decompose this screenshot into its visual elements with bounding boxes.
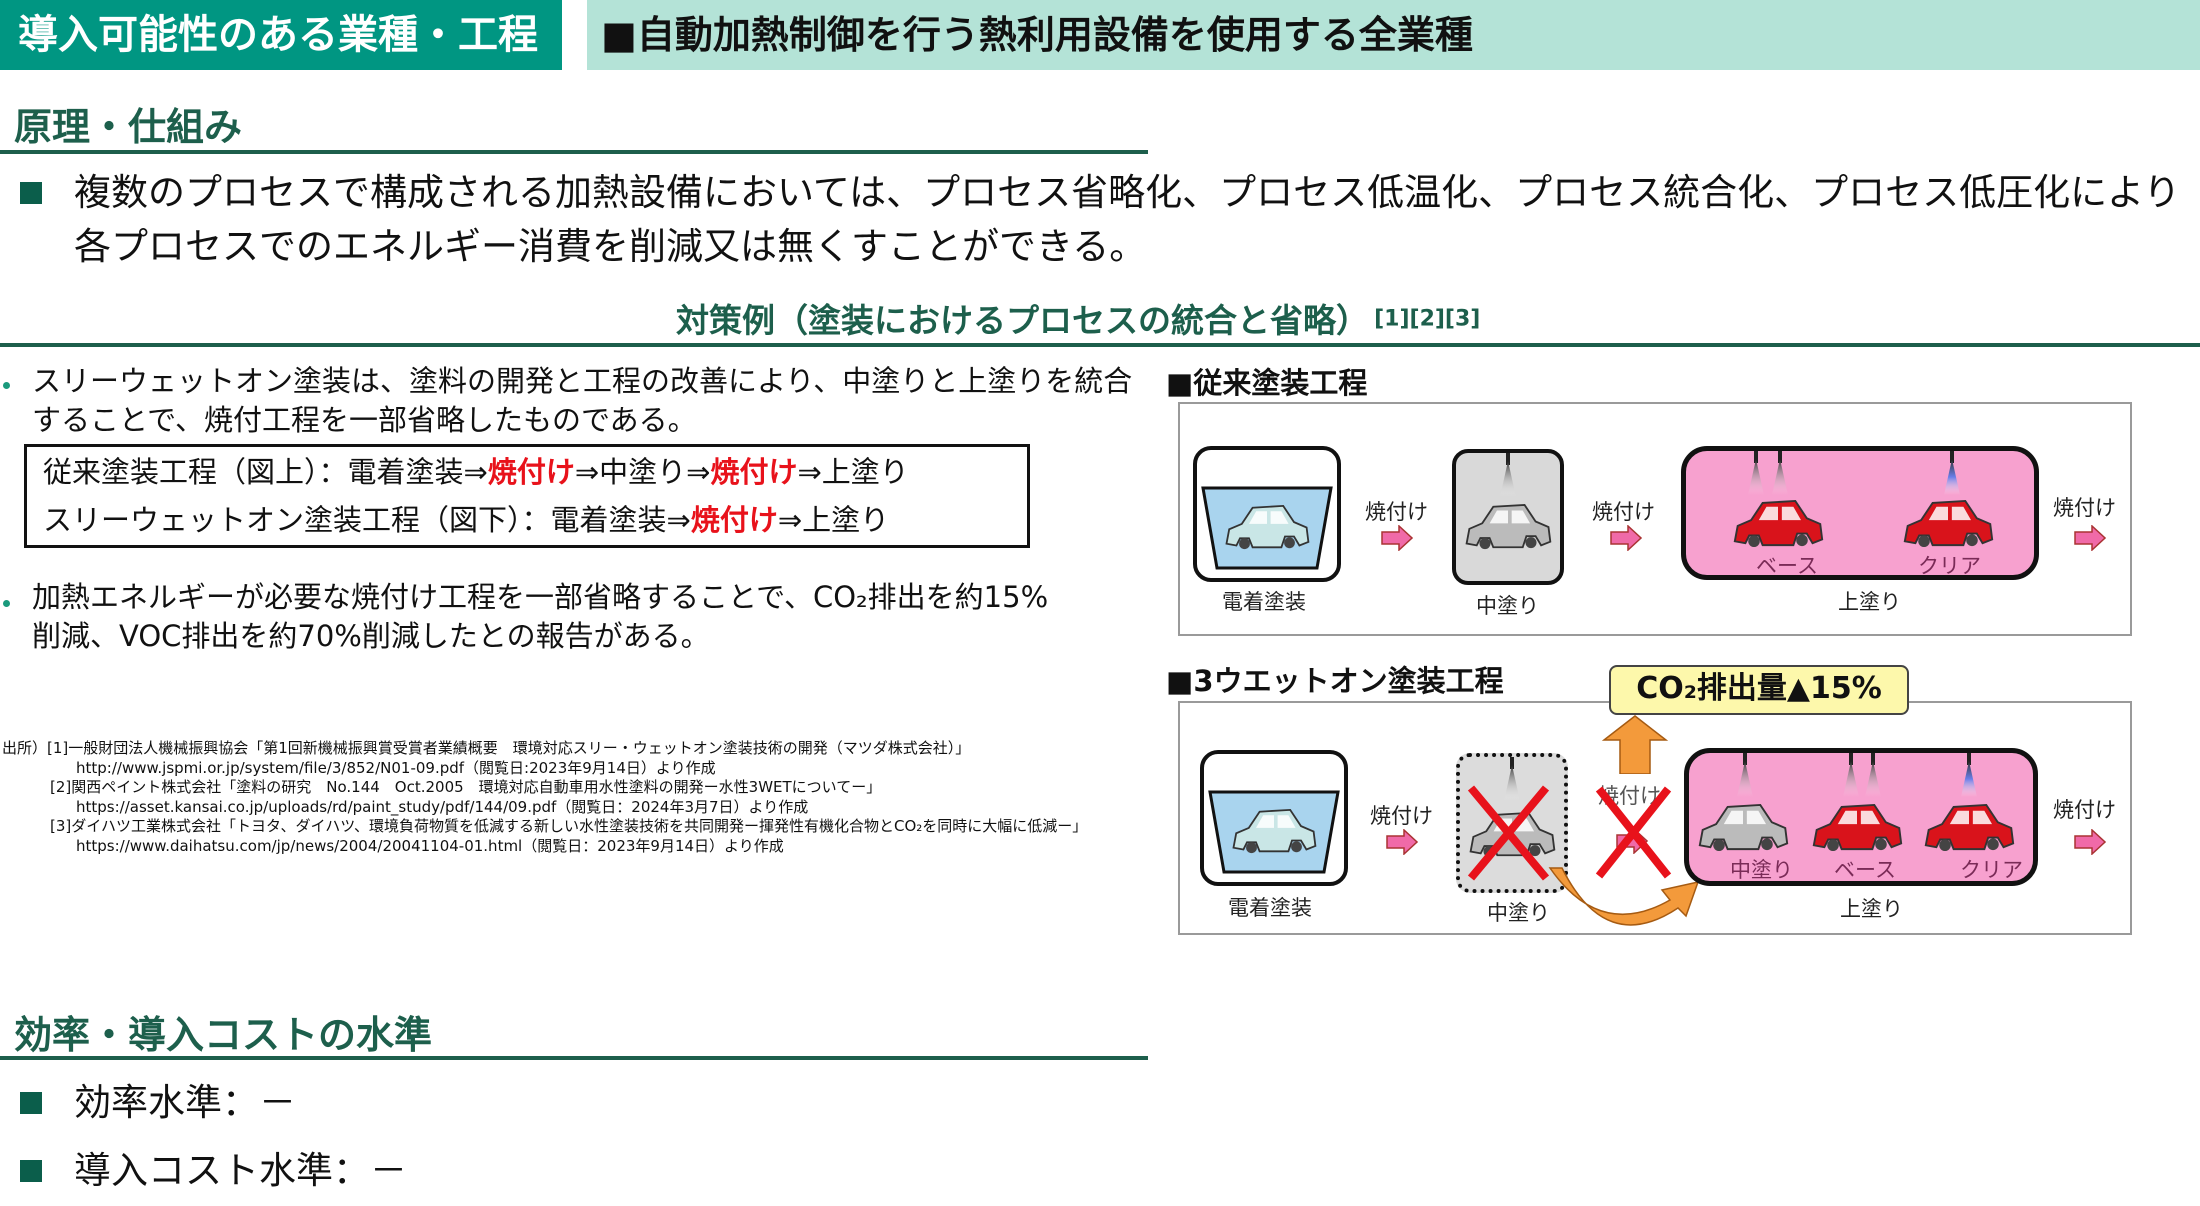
principle-line-1: 複数のプロセスで構成される加熱設備においては、プロセス省略化、プロセス低温化、プ… [74, 171, 2181, 214]
bullet-dot-icon [3, 382, 10, 389]
top-coat-booth [1681, 446, 2039, 580]
process-arrow-icon [1381, 525, 1413, 551]
bullet1-line1: スリーウェットオン塗装は、塗料の開発と工程の改善により、中塗りと上塗りを統合 [32, 364, 1133, 398]
bake-highlight: 焼付け [487, 455, 575, 489]
efficiency-level: 効率水準：－ [74, 1081, 296, 1124]
reference-2-url: https://asset.kansai.co.jp/uploads/rd/pa… [76, 797, 809, 816]
ed-label: 電着塗装 [1228, 896, 1312, 920]
merge-arrow-icon [1548, 867, 1700, 926]
top-coat-label: 上塗り [1838, 590, 1901, 614]
bullet-dot-icon [3, 600, 10, 607]
three-wet-diagram-title: ■3ウエットオン塗装工程 [1166, 664, 1504, 698]
reference-1-url: http://www.jspmi.or.jp/system/file/3/852… [76, 758, 716, 777]
flow-text: ⇒上塗り [777, 503, 890, 537]
ed-tank [1200, 750, 1348, 886]
bake-label: 焼付け [2053, 496, 2116, 520]
flow-text: スリーウェットオン塗装工程（図下）：電着塗装⇒ [43, 503, 691, 537]
bake-highlight: 焼付け [710, 455, 798, 489]
bullet-square-icon [20, 182, 42, 204]
removed-cross-icon [1595, 786, 1672, 879]
mid-coat-inline-label: 中塗り [1730, 858, 1793, 882]
base-label: ベース [1834, 858, 1896, 882]
spray-nozzle-icon [1500, 453, 1516, 497]
conventional-flow: 従来塗装工程（図上）：電着塗装⇒焼付け⇒中塗り⇒焼付け⇒上塗り [43, 453, 909, 491]
mid-coat-label: 中塗り [1487, 901, 1550, 925]
process-arrow-icon [2074, 525, 2106, 551]
top-coat-graphic [1733, 451, 1994, 549]
bake-label: 焼付け [2053, 798, 2116, 822]
removed-cross-icon [1467, 785, 1550, 881]
process-arrow-icon [1610, 525, 1642, 551]
cost-level: 導入コスト水準：－ [74, 1149, 407, 1192]
flow-text: ⇒中塗り⇒ [574, 455, 711, 489]
reference-2: [2]関西ペイント株式会社「塗料の研究 No.144 Oct.2005 環境対応… [50, 778, 882, 796]
references: 出所）[1]一般財団法人機械振興協会「第1回新機械振興賞受賞者業績概要 環境対応… [2, 739, 1087, 856]
bullet-square-icon [20, 1160, 42, 1182]
process-arrow-icon [2074, 829, 2106, 855]
conventional-diagram-title: ■従来塗装工程 [1166, 366, 1368, 400]
base-label: ベース [1756, 554, 1818, 578]
example-title: 対策例（塗装におけるプロセスの統合と省略） [676, 301, 1369, 340]
principle-heading: 原理・仕組み [14, 105, 243, 149]
flow-text: ⇒上塗り [797, 455, 909, 489]
reference-1: 出所）[1]一般財団法人機械振興協会「第1回新機械振興賞受賞者業績概要 環境対応… [2, 739, 971, 757]
reference-3-url: https://www.daihatsu.com/jp/news/2004/20… [76, 836, 784, 855]
bullet2-line1: 加熱エネルギーが必要な焼付け工程を一部省略することで、CO₂排出を約15% [32, 580, 1049, 614]
ed-tank [1193, 446, 1341, 582]
up-arrow-icon [1601, 715, 1669, 774]
process-comparison-box: 従来塗装工程（図上）：電着塗装⇒焼付け⇒中塗り⇒焼付け⇒上塗り スリーウェットオ… [24, 444, 1030, 548]
example-citations: [1][2][3] [1374, 306, 1481, 332]
clear-label: クリア [1918, 554, 1981, 578]
category-label: 導入可能性のある業種・工程 [0, 0, 562, 70]
ed-tank-graphic [1208, 790, 1340, 874]
bake-highlight: 焼付け [690, 503, 778, 537]
reference-3: [3]ダイハツ工業株式会社「トヨタ、ダイハツ、環境負荷物質を低減する新しい水性塗… [50, 817, 1088, 835]
example-heading: 対策例（塗装におけるプロセスの統合と省略） [1][2][3] [676, 294, 1480, 342]
mid-coat-station [1452, 449, 1564, 585]
bake-label: 焼付け [1365, 500, 1428, 524]
ed-tank-graphic [1201, 486, 1333, 570]
three-wet-flow: スリーウェットオン塗装工程（図下）：電着塗装⇒焼付け⇒上塗り [43, 501, 889, 539]
applicable-industries: ■自動加熱制御を行う熱利用設備を使用する全業種 [587, 0, 2200, 70]
top-coat-label: 上塗り [1840, 897, 1903, 921]
efficiency-divider [0, 1056, 1148, 1060]
example-divider [0, 343, 2200, 347]
principle-divider [0, 150, 1148, 154]
car-icon [1465, 503, 1552, 551]
integrated-top-coat-booth [1684, 748, 2038, 886]
clear-label: クリア [1960, 858, 2023, 882]
co2-reduction-badge: CO₂排出量▲15% [1609, 665, 1909, 715]
mid-coat-label: 中塗り [1476, 594, 1539, 618]
process-arrow-icon [1386, 829, 1418, 855]
bullet2-line2: 削減、VOC排出を約70%削減したとの報告がある。 [32, 619, 710, 653]
bake-label: 焼付け [1592, 500, 1655, 524]
ed-label: 電着塗装 [1222, 590, 1306, 614]
flow-text: 従来塗装工程（図上）：電着塗装⇒ [43, 455, 488, 489]
mid-coat-graphic [1465, 453, 1552, 551]
principle-line-2: 各プロセスでのエネルギー消費を削減又は無くすことができる。 [74, 225, 1147, 268]
bullet1-line2: することで、焼付工程を一部省略したものである。 [32, 403, 697, 437]
bake-label: 焼付け [1370, 804, 1433, 828]
bullet-square-icon [20, 1092, 42, 1114]
efficiency-heading: 効率・導入コストの水準 [14, 1013, 433, 1057]
